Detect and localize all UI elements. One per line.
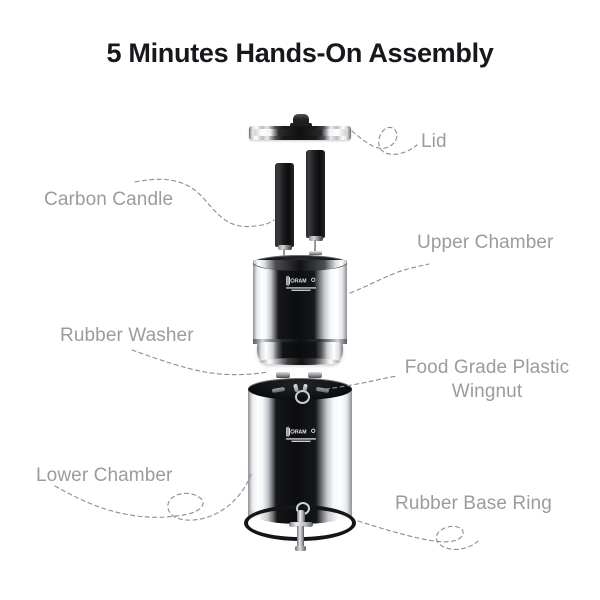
lid-knob-base [290, 123, 312, 128]
tap-spout [297, 526, 304, 548]
upper-chamber-body [253, 263, 347, 341]
upper-chamber-foot-lip [260, 358, 340, 365]
label-lower-chamber: Lower Chamber [36, 465, 173, 486]
tap-body [297, 510, 305, 523]
rubber-washer-part [276, 372, 290, 378]
label-lid: Lid [421, 131, 447, 152]
upper-chamber-part: RAM [253, 255, 347, 365]
wingnut-ring [295, 390, 310, 404]
lid-knob [293, 114, 309, 125]
rubber-washer-part [308, 372, 322, 378]
upper-chamber-waist [253, 339, 347, 344]
carbon-candle-nut [309, 251, 322, 255]
label-wingnut: Food Grade Plastic Wingnut [404, 357, 570, 402]
page-title: 5 Minutes Hands-On Assembly [106, 38, 494, 68]
tap-tip [295, 546, 306, 551]
svg-text:RAM: RAM [295, 278, 307, 284]
carbon-candle-stem [314, 240, 316, 252]
carbon-candle-cap [278, 245, 292, 250]
label-rubber-base-ring: Rubber Base Ring [395, 493, 552, 514]
label-carbon-candle: Carbon Candle [44, 189, 174, 210]
carbon-candle-cap [309, 236, 323, 241]
upper-chamber-rim [253, 260, 347, 271]
lid-part [249, 114, 351, 142]
wingnut-part [292, 383, 310, 404]
brand-logo: RAM [286, 275, 316, 291]
brand-logo: RAM [286, 426, 316, 442]
svg-text:RAM: RAM [295, 429, 307, 435]
lid-disc-inner-band [254, 129, 346, 136]
label-upper-chamber: Upper Chamber [417, 232, 554, 253]
carbon-candle-part [306, 150, 325, 255]
tap-lever [289, 522, 313, 527]
tap-part [289, 502, 313, 552]
carbon-candle-body [306, 150, 325, 238]
label-rubber-washer: Rubber Washer [60, 325, 194, 346]
carbon-candle-body [275, 163, 294, 247]
carbon-candle-part [275, 163, 294, 264]
lower-chamber-body [248, 389, 352, 517]
